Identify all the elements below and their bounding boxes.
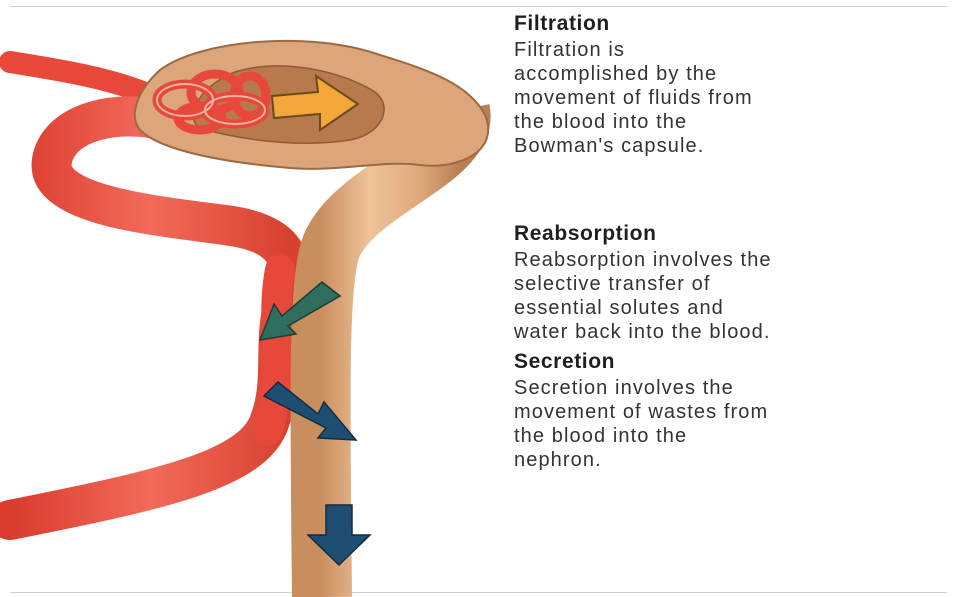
reabsorption-description: Reabsorption involves the selective tran…	[514, 248, 949, 344]
filtration-description: Filtration is accomplished by the moveme…	[514, 38, 949, 158]
reabsorption-heading: Reabsorption	[514, 222, 949, 246]
reabsorption-section: Reabsorption Reabsorption involves the s…	[514, 222, 949, 344]
peritubular-capillary	[268, 270, 280, 430]
afferent-blood-vessel	[10, 62, 150, 95]
secretion-heading: Secretion	[514, 350, 949, 374]
filtration-section: Filtration Filtration is accomplished by…	[514, 12, 949, 158]
secretion-description: Secretion involves the movement of waste…	[514, 376, 949, 472]
efferent-blood-vessel	[10, 116, 290, 520]
filtration-heading: Filtration	[514, 12, 949, 36]
secretion-section: Secretion Secretion involves the movemen…	[514, 350, 949, 472]
